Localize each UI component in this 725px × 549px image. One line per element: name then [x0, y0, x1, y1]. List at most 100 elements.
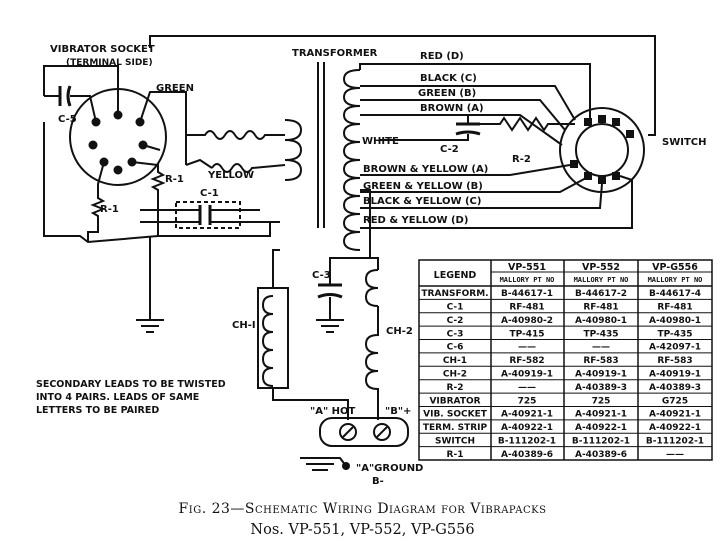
legend-part-number: 725	[518, 396, 537, 406]
label-r2: R-2	[512, 154, 531, 165]
label-ch2: CH-2	[386, 326, 413, 337]
legend-part-number: 725	[592, 396, 611, 406]
legend-part-number: RF-583	[657, 356, 692, 366]
legend-part-number: A-40389-6	[575, 450, 627, 460]
legend-part-number: TP-415	[509, 329, 544, 339]
note-line-2: INTO 4 PAIRS. LEADS OF SAME	[36, 392, 199, 403]
a-ground-terminal	[342, 462, 350, 470]
legend-part-name: VIBRATOR	[429, 396, 480, 406]
label-a-ground: "A"GROUND	[356, 463, 423, 474]
legend-part-number: ——	[666, 450, 684, 460]
capacitor-c3	[316, 283, 344, 333]
legend-part-number: RF-583	[583, 356, 618, 366]
label-ch1: CH-I	[232, 320, 256, 331]
label-c2: C-2	[440, 144, 459, 155]
wire-red-yellow	[360, 175, 633, 229]
legend-part-number: A-40921-1	[575, 410, 627, 420]
label-vibrator-socket: VIBRATOR SOCKET	[50, 44, 155, 55]
legend-part-name: C-2	[447, 316, 464, 326]
ground-symbol-a	[300, 457, 347, 471]
twisted-leads-top	[186, 130, 285, 140]
legend-part-number: ——	[592, 343, 610, 353]
terminal-strip	[319, 417, 409, 447]
label-black-c: BLACK (C)	[420, 73, 477, 84]
legend-part-name: CH-2	[443, 370, 467, 380]
label-red-yellow: RED & YELLOW (D)	[363, 215, 468, 226]
legend-part-name: C-6	[447, 343, 464, 353]
legend-part-name: R-1	[447, 450, 464, 460]
label-brown-yellow: BROWN & YELLOW (A)	[363, 164, 488, 175]
legend-table: LEGEND VP-551 VP-552 VP-G556 MALLORY PT …	[418, 259, 713, 461]
legend-part-number: B-111202-1	[572, 436, 630, 446]
transformer	[284, 62, 361, 251]
legend-part-number: B-44617-2	[575, 289, 627, 299]
wire-yellow	[142, 144, 213, 169]
legend-part-number: A-40922-1	[649, 423, 701, 433]
legend-part-number: ——	[518, 343, 536, 353]
label-green-b: GREEN (B)	[418, 88, 476, 99]
legend-part-name: C-3	[447, 329, 464, 339]
legend-part-name: CH-1	[443, 356, 467, 366]
label-green: GREEN	[156, 83, 194, 94]
label-r1-left: R-1	[100, 204, 119, 215]
legend-part-number: A-40919-1	[649, 370, 701, 380]
legend-part-number: A-40922-1	[575, 423, 627, 433]
legend-part-name: C-1	[447, 303, 464, 313]
legend-part-number: A-40921-1	[649, 410, 701, 420]
legend-part-number: A-40980-1	[575, 316, 627, 326]
model-header-vpg556: VP-G556	[652, 262, 698, 273]
wire-brown-yellow	[360, 164, 571, 176]
wire-green-b	[360, 99, 566, 131]
model-header-vp551: VP-551	[508, 262, 546, 273]
label-transformer: TRANSFORMER	[292, 48, 378, 59]
wire-top-bus	[149, 35, 656, 136]
capacitor-c5	[43, 65, 119, 123]
wire-green	[117, 66, 187, 165]
label-red-d: RED (D)	[420, 51, 464, 62]
legend-part-number: B-44617-1	[501, 289, 553, 299]
wire-black-yellow	[360, 183, 603, 209]
caption-line-1: Fig. 23—Schematic Wiring Diagram for Vib…	[178, 501, 547, 517]
label-brown-a: BROWN (A)	[420, 103, 484, 114]
legend-part-name: SWITCH	[435, 436, 475, 446]
note-line-1: SECONDARY LEADS TO BE TWISTED	[36, 379, 226, 390]
resistor-r-left	[87, 161, 106, 242]
wire-green-yellow	[360, 177, 587, 193]
capacitor-c1	[140, 201, 280, 229]
legend-part-number: A-40922-1	[501, 423, 553, 433]
label-a-hot: "A" HOT	[310, 406, 356, 417]
legend-part-number: A-40389-6	[501, 450, 553, 460]
resistor-r2	[468, 116, 575, 132]
legend-part-number: A-40919-1	[575, 370, 627, 380]
label-b-plus: "B"+	[385, 406, 411, 417]
legend-part-number: B-111202-1	[498, 436, 556, 446]
legend-part-number: B-111202-1	[646, 436, 704, 446]
legend-part-number: TP-435	[583, 329, 618, 339]
legend-part-name: R-2	[447, 383, 464, 393]
subheader-vp552: MALLORY PT NO	[574, 276, 629, 284]
legend-part-number: A-40389-3	[575, 383, 627, 393]
legend-part-number: A-42097-1	[649, 343, 701, 353]
subheader-vp551: MALLORY PT NO	[500, 276, 555, 284]
legend-part-number: B-44617-4	[649, 289, 701, 299]
label-green-yellow: GREEN & YELLOW (B)	[363, 181, 483, 192]
label-b-minus: B-	[372, 476, 384, 487]
choke-ch2	[364, 269, 379, 420]
legend-part-name: VIB. SOCKET	[423, 410, 488, 420]
legend-part-number: A-40389-3	[649, 383, 701, 393]
choke-ch1	[257, 249, 349, 420]
label-r1: R-1	[165, 174, 184, 185]
wire-black-c	[360, 85, 576, 121]
legend-part-number: RF-481	[509, 303, 544, 313]
legend-part-number: TP-435	[657, 329, 692, 339]
label-switch: SWITCH	[662, 137, 706, 148]
label-terminal-side: (TERMINAL SIDE)	[66, 58, 153, 68]
legend-part-number: A-40919-1	[501, 370, 553, 380]
model-header-vp552: VP-552	[582, 262, 620, 273]
figure-caption: Fig. 23—Schematic Wiring Diagram for Vib…	[0, 499, 725, 541]
wire-left-bus	[43, 122, 271, 244]
label-c3: C-3	[312, 270, 331, 281]
label-c1: C-1	[200, 188, 219, 199]
